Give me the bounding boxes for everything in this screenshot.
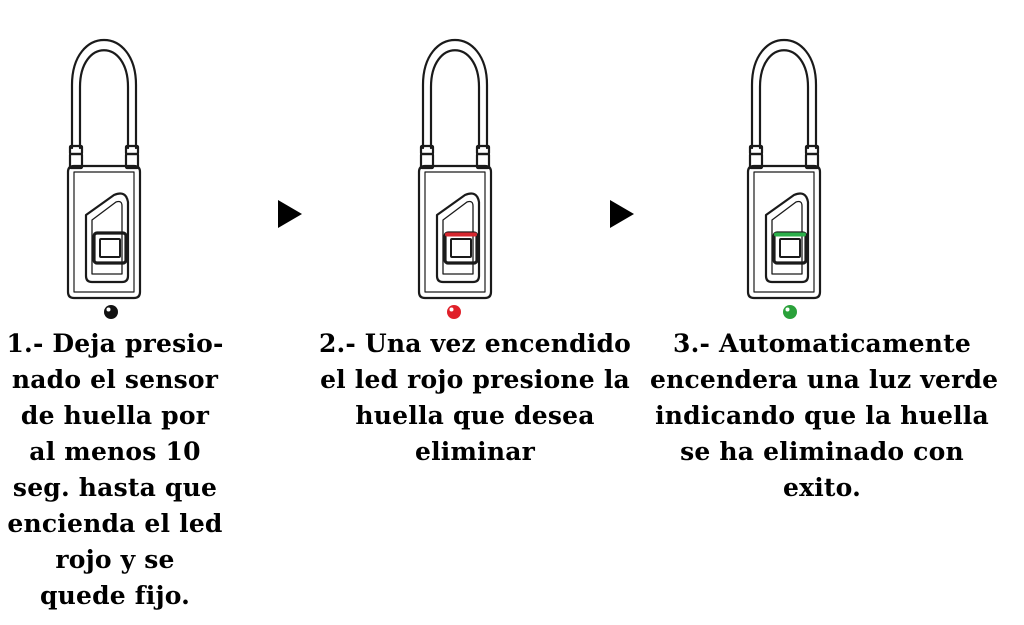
step-1-text: 1.- Deja presio- nado el sensor de huell…	[0, 326, 230, 614]
padlock-icon	[417, 38, 493, 300]
step-2-text: 2.- Una vez encendido el led rojo presio…	[310, 326, 640, 470]
text-line: encienda el led	[7, 509, 223, 538]
text-line: quede fijo.	[39, 581, 191, 610]
text-line: exito.	[783, 473, 861, 502]
padlock-icon	[746, 38, 822, 300]
text-line: nado el sensor	[11, 365, 219, 394]
text-line: eliminar	[415, 437, 535, 466]
text-line: rojo y se	[55, 545, 175, 574]
text-line: 1.- Deja presio-	[6, 329, 224, 358]
text-line: seg. hasta que	[12, 473, 218, 502]
led-indicator-off	[104, 305, 118, 319]
text-line: 2.- Una vez encendido	[318, 329, 632, 358]
led-indicator-red	[447, 305, 461, 319]
step-2: 2.- Una vez encendido el led rojo presio…	[310, 0, 640, 625]
text-line: se ha eliminado con	[680, 437, 964, 466]
text-line: indicando que la huella	[655, 401, 989, 430]
step-3: 3.- Automaticamente encendera una luz ve…	[650, 0, 999, 625]
text-line: de huella por	[20, 401, 210, 430]
text-line: encendera una luz verde	[650, 365, 999, 394]
play-arrow-icon	[278, 200, 302, 228]
text-line: huella que desea	[355, 401, 595, 430]
padlock-icon	[66, 38, 142, 300]
text-line: el led rojo presione la	[320, 365, 630, 394]
play-arrow-icon	[610, 200, 634, 228]
text-line: 3.- Automaticamente	[673, 329, 971, 358]
text-line: al menos 10	[29, 437, 201, 466]
step-1: 1.- Deja presio- nado el sensor de huell…	[0, 0, 230, 625]
step-3-text: 3.- Automaticamente encendera una luz ve…	[650, 326, 999, 506]
led-indicator-green	[783, 305, 797, 319]
